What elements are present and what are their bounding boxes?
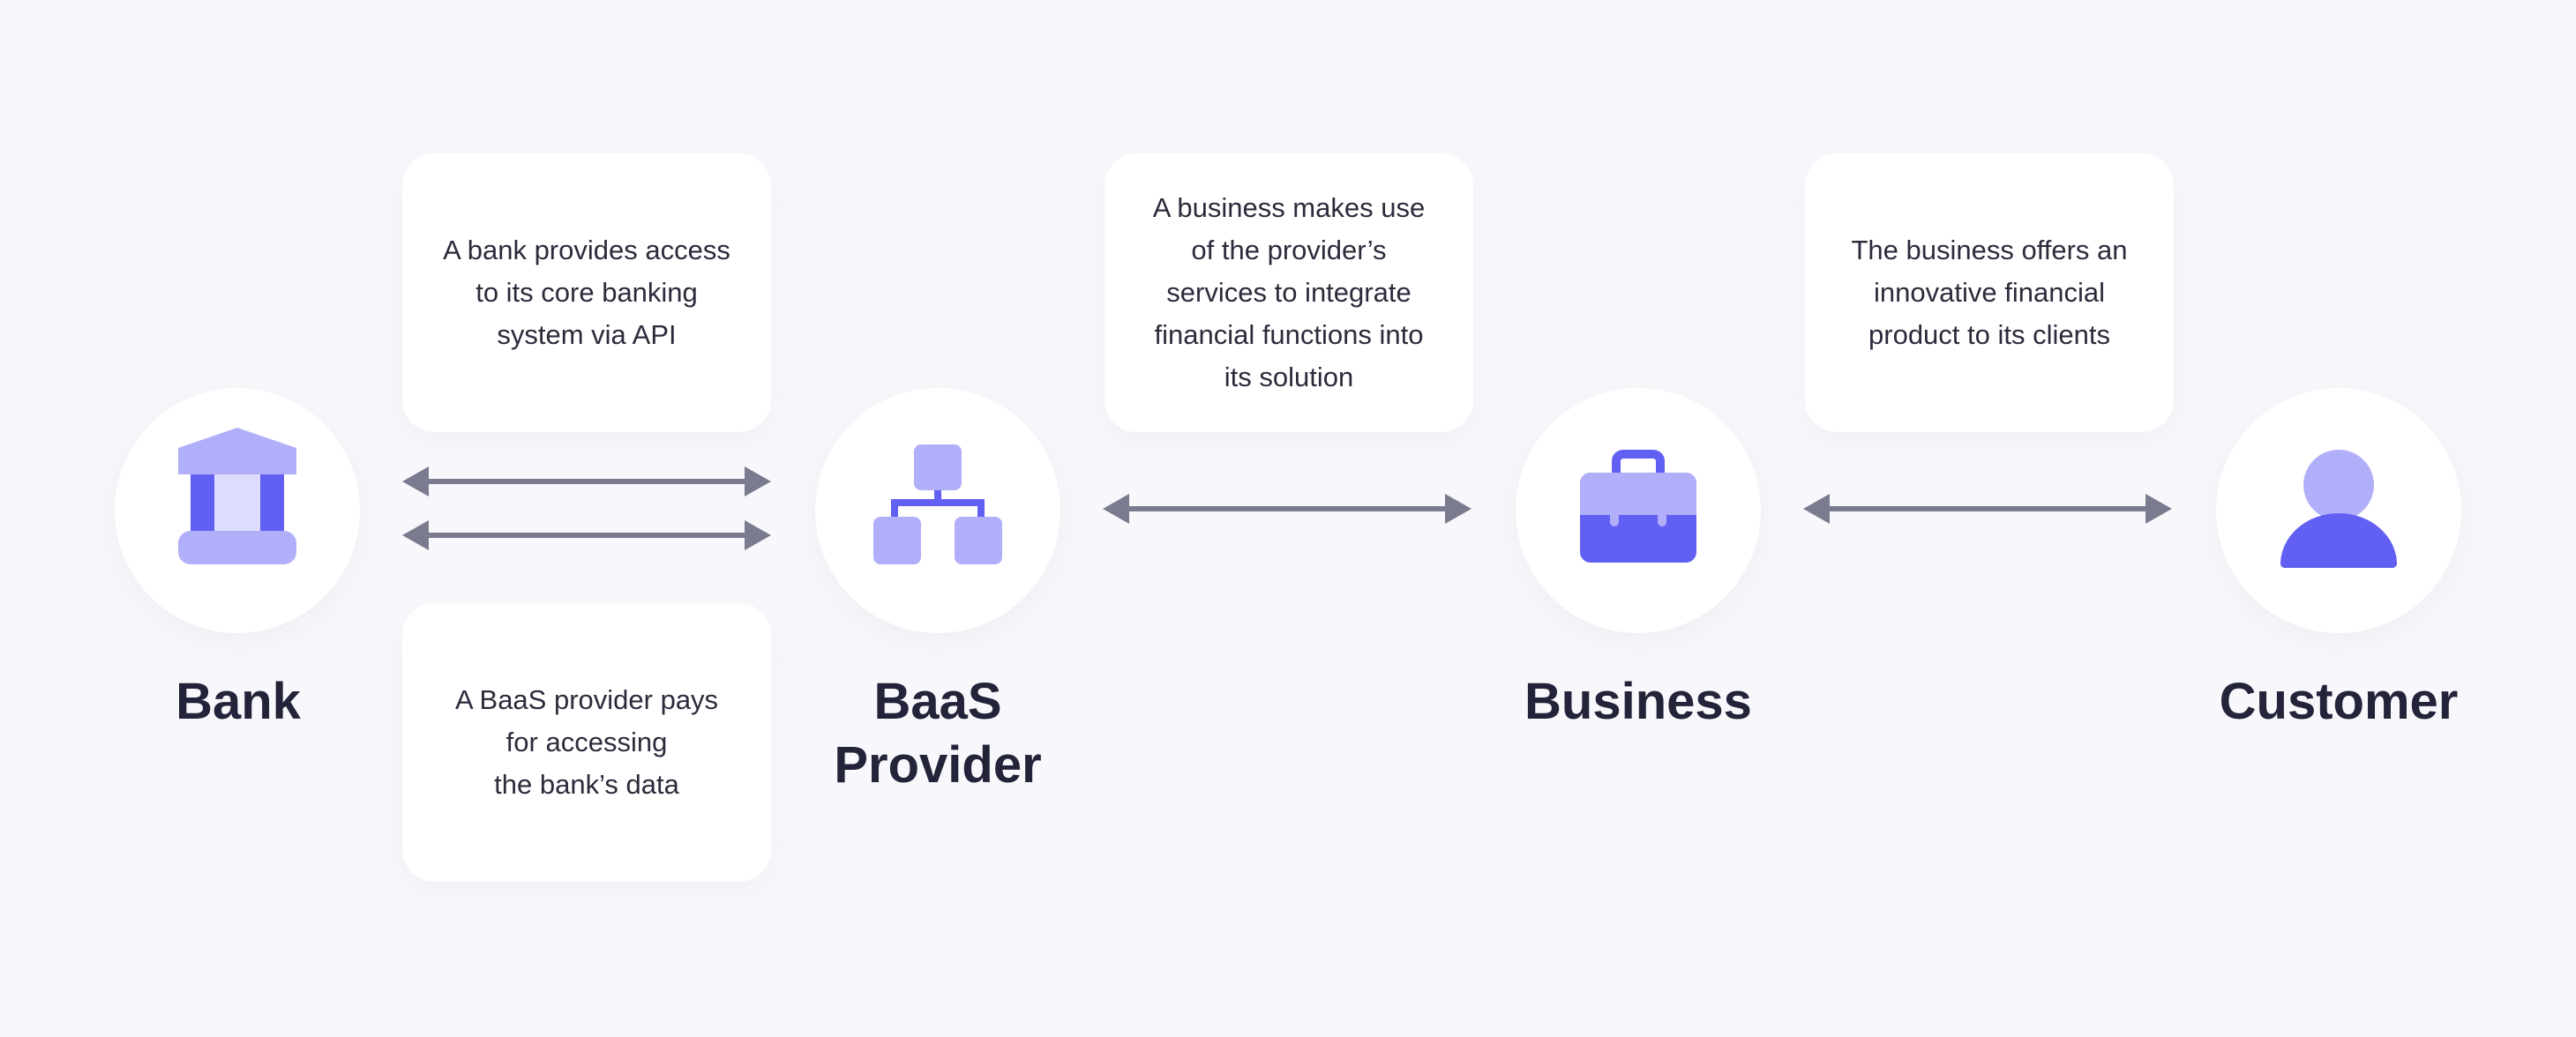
card-line: financial functions into — [1154, 319, 1424, 350]
card-line: A BaaS provider pays — [454, 684, 719, 715]
arrow-bank-provider-bottom — [402, 520, 771, 550]
business-node — [1516, 388, 1761, 633]
card-business-uses-provider: A business makes use of the provider’s s… — [1105, 153, 1473, 432]
card-line: A bank provides access — [443, 235, 730, 265]
card-text: The business offers an innovative financ… — [1851, 229, 2127, 356]
node-label-line: Bank — [176, 673, 301, 730]
customer-node — [2216, 388, 2461, 633]
card-line: The business offers an — [1851, 235, 2128, 265]
card-text: A business makes use of the provider’s s… — [1153, 187, 1425, 399]
node-label-business: Business — [1479, 670, 1797, 734]
card-provider-pays: A BaaS provider pays for accessing the b… — [402, 603, 771, 882]
card-line: its solution — [1224, 362, 1354, 392]
node-label-customer: Customer — [2180, 670, 2497, 734]
card-line: services to integrate — [1166, 277, 1412, 308]
baas-provider-node — [815, 388, 1060, 633]
bank-node — [115, 388, 360, 633]
card-text: A bank provides access to its core banki… — [443, 229, 730, 356]
node-label-line: Provider — [834, 736, 1042, 794]
node-label-bank: Bank — [79, 670, 397, 734]
card-line: product to its clients — [1868, 319, 2110, 350]
node-label-baas-provider: BaaS Provider — [779, 670, 1097, 797]
card-bank-provides-access: A bank provides access to its core banki… — [402, 153, 771, 432]
bank-icon — [178, 428, 296, 564]
network-hierarchy-icon — [873, 444, 1002, 564]
card-business-offers-product: The business offers an innovative financ… — [1805, 153, 2174, 432]
node-label-line: Customer — [2219, 673, 2459, 730]
card-text: A BaaS provider pays for accessing the b… — [455, 679, 718, 806]
card-line: for accessing — [505, 727, 668, 757]
arrow-bank-provider-top — [402, 466, 771, 496]
node-label-line: Business — [1524, 673, 1752, 730]
node-label-line: BaaS — [873, 673, 1002, 730]
arrow-business-customer — [1803, 494, 2172, 524]
card-line: the bank’s data — [494, 769, 679, 800]
user-icon — [2280, 450, 2397, 569]
card-line: system via API — [497, 319, 677, 350]
briefcase-icon — [1580, 450, 1696, 563]
card-line: of the provider’s — [1191, 235, 1387, 265]
card-line: innovative financial — [1874, 277, 2105, 308]
card-line: to its core banking — [476, 277, 698, 308]
arrow-provider-business — [1103, 494, 1471, 524]
card-line: A business makes use — [1152, 192, 1426, 223]
